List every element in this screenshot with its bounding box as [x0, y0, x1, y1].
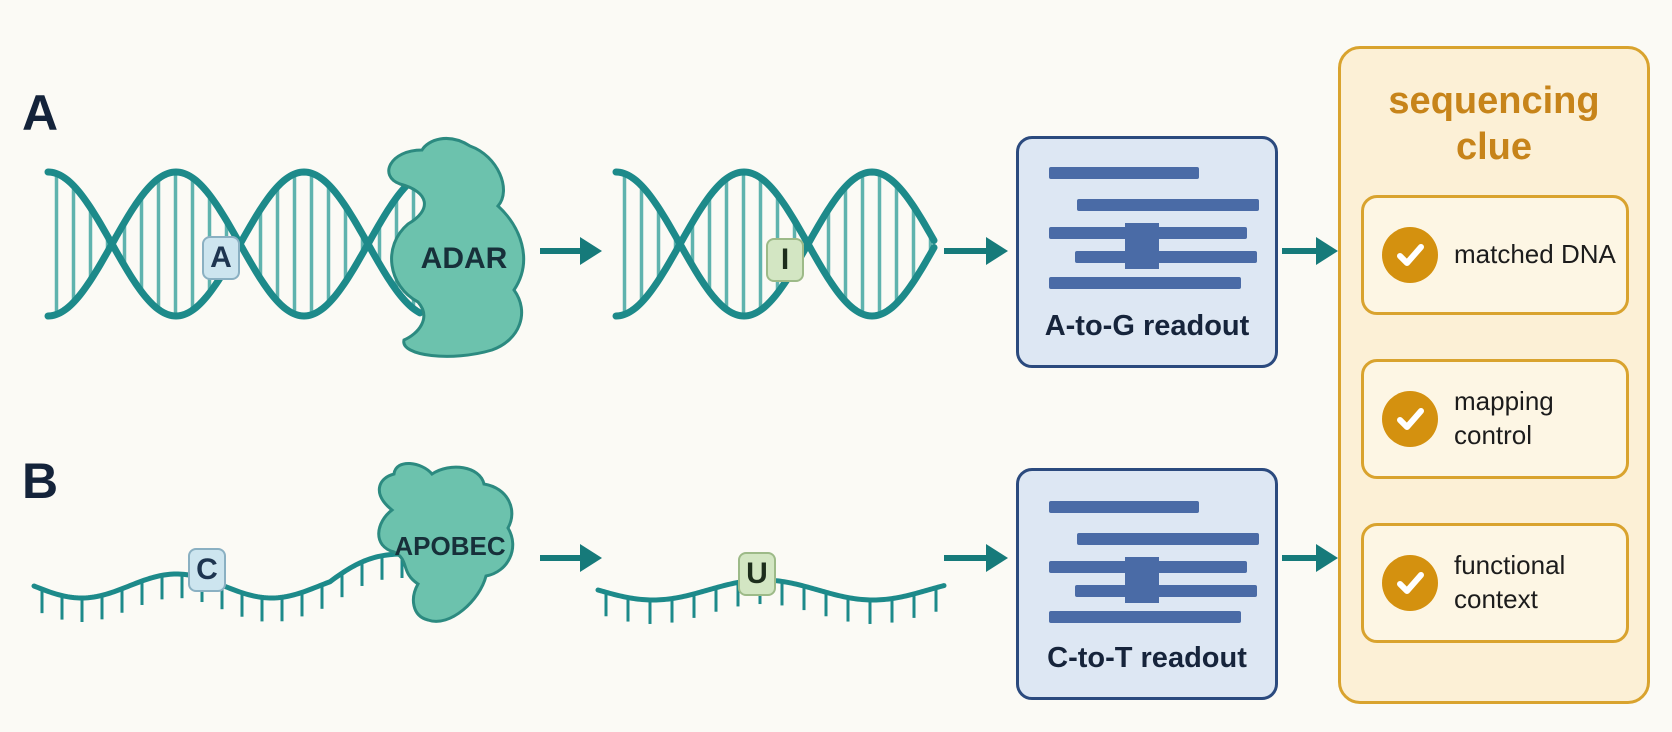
arrow-head	[1316, 237, 1338, 265]
clue-item-text: matched DNA	[1454, 239, 1616, 270]
inosine-base-tag: I	[766, 238, 804, 282]
clue-item-text: mapping control	[1454, 386, 1554, 450]
arrow-head	[1316, 544, 1338, 572]
arrow-head	[580, 237, 602, 265]
helix-strand	[612, 168, 938, 320]
aligned-reads-icon	[1049, 501, 1259, 623]
check-icon	[1382, 391, 1438, 447]
apobec-enzyme-label: APOBEC	[394, 531, 506, 561]
cytosine-base-tag: C	[188, 548, 226, 592]
arrow-head	[580, 544, 602, 572]
arrow-head	[986, 544, 1008, 572]
readout-b: C-to-T readout	[1016, 468, 1278, 700]
adar-enzyme-label: ADAR	[420, 242, 508, 275]
helix-strand	[612, 168, 938, 320]
dna-double-helix-edited	[612, 168, 938, 320]
uracil-base-tag: U	[738, 552, 776, 596]
arrow-head	[986, 237, 1008, 265]
adar-enzyme-shape	[387, 136, 526, 358]
apobec-enzyme-shape	[377, 462, 515, 623]
panel-label-a: A	[22, 85, 59, 141]
clue-item-functional-context: functional context	[1361, 523, 1629, 643]
aligned-reads-icon	[1049, 167, 1259, 289]
sequencing-clue-title: sequencing clue	[1388, 80, 1600, 168]
flow-arrows	[540, 237, 1338, 572]
check-icon	[1382, 227, 1438, 283]
adenine-base-tag: A	[202, 236, 240, 280]
clue-item-mapping-control: mapping control	[1361, 359, 1629, 479]
helix-strand	[44, 168, 424, 320]
readout-b-label: C-to-T readout	[1047, 642, 1247, 674]
panel-label-b: B	[22, 453, 59, 509]
readout-a-label: A-to-G readout	[1044, 310, 1250, 342]
clue-item-matched-dna: matched DNA	[1361, 195, 1629, 315]
clue-item-text: functional context	[1454, 550, 1566, 614]
readout-a: A-to-G readout	[1016, 136, 1278, 368]
check-icon	[1382, 555, 1438, 611]
sequencing-clue-panel: sequencing clue matched DNA mapping cont…	[1338, 46, 1650, 704]
